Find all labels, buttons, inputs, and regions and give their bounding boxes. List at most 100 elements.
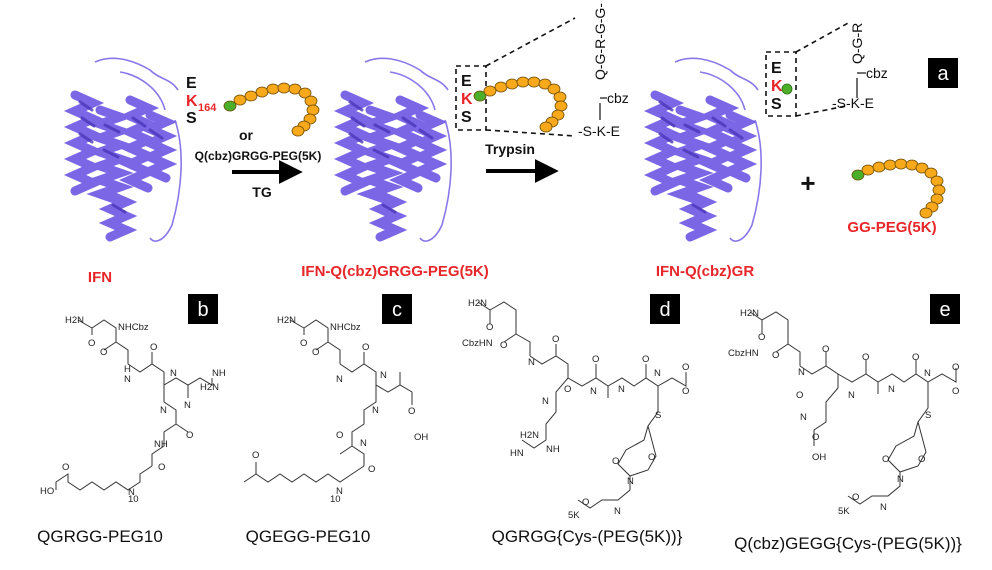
d-o11: O bbox=[582, 497, 589, 508]
c-o6: O bbox=[368, 464, 375, 475]
d-cbzhn: CbzHN bbox=[462, 338, 493, 349]
peg-bead bbox=[539, 121, 553, 133]
b-o2: O bbox=[100, 347, 107, 358]
b-o5: O bbox=[158, 462, 165, 473]
peg-bead bbox=[915, 162, 929, 174]
e-o3: O bbox=[822, 344, 829, 355]
c-n4: N bbox=[360, 438, 367, 449]
b-sub10: 10 bbox=[128, 494, 139, 505]
peg-bead bbox=[304, 95, 318, 107]
panel-a-label-box bbox=[928, 58, 958, 88]
residue-k-subscript: 164 bbox=[198, 102, 217, 114]
panel-d: d H2N O CbzHN O N O O N N O N O N O O S … bbox=[462, 294, 689, 546]
d-n1: N bbox=[528, 357, 535, 368]
d-hn: HN bbox=[510, 448, 524, 459]
chain1-ske: -S-K-E bbox=[578, 123, 620, 139]
b-n5: N bbox=[128, 487, 135, 498]
b-o3: O bbox=[150, 342, 157, 353]
c-n5: N bbox=[336, 486, 343, 497]
peg-bead bbox=[547, 83, 561, 95]
e-o4: O bbox=[796, 390, 803, 401]
b-nh-top: NH bbox=[212, 368, 226, 379]
c-o4: O bbox=[408, 406, 415, 417]
peg-bead bbox=[291, 125, 305, 137]
ifn-protein-structure bbox=[63, 57, 182, 242]
box1-k: K bbox=[461, 91, 473, 108]
peg-bead bbox=[861, 164, 875, 176]
d-n3: N bbox=[542, 396, 549, 407]
e-o11: O bbox=[918, 454, 925, 465]
panel-c-label-box bbox=[382, 294, 412, 324]
panel-c-label: c bbox=[392, 299, 402, 321]
e-n4: N bbox=[888, 384, 895, 395]
peg-bead bbox=[527, 76, 541, 88]
released-peg-beads bbox=[851, 158, 946, 219]
d-h2n2: H2N bbox=[520, 430, 539, 441]
ifn-label: IFN bbox=[88, 269, 112, 286]
peg-bead bbox=[266, 83, 280, 95]
residue-s-1: S bbox=[186, 110, 197, 127]
d-s: S bbox=[655, 410, 661, 421]
conjugate-label: IFN-Q(cbz)GRGG-PEG(5K) bbox=[301, 263, 489, 280]
peg-bead bbox=[924, 167, 938, 179]
d-o10: O bbox=[648, 452, 655, 463]
panel-b: b H2N O NHCbz O H N O N H2N NH N N O NH … bbox=[37, 294, 226, 546]
d-n7: N bbox=[614, 506, 621, 517]
peg-bead bbox=[538, 78, 552, 90]
panel-a-label: a bbox=[937, 63, 949, 85]
peg-bead bbox=[306, 104, 320, 116]
c-nhcbz: NHCbz bbox=[330, 322, 361, 333]
b-h2n: H2N bbox=[65, 315, 84, 326]
d-nh: NH bbox=[546, 444, 560, 455]
or-text: or bbox=[239, 127, 254, 143]
panel-d-label-box bbox=[650, 294, 680, 324]
d-o9: O bbox=[612, 456, 619, 467]
b-o6: O bbox=[62, 462, 69, 473]
residue-box-1 bbox=[455, 65, 487, 131]
d-o6: O bbox=[642, 354, 649, 365]
d-n2: N bbox=[590, 386, 597, 397]
peg-bead bbox=[554, 100, 568, 112]
cleaved-label: IFN-Q(cbz)GR bbox=[656, 263, 754, 280]
zoom-line-bottom-1 bbox=[485, 129, 576, 137]
green-residue-bead bbox=[781, 83, 793, 95]
d-o7: O bbox=[682, 362, 689, 373]
e-n7: N bbox=[880, 502, 887, 513]
panel-a: a E K 164 S or Q(cbz)GRGG-PEG(5K) TG IFN bbox=[63, 3, 958, 286]
d-n4: N bbox=[618, 384, 625, 395]
e-o8: O bbox=[952, 386, 959, 397]
d-n6: N bbox=[627, 476, 634, 487]
e-o12: O bbox=[852, 492, 859, 503]
green-bead bbox=[851, 169, 865, 181]
green-bead bbox=[223, 100, 237, 112]
e-sub5k: 5K bbox=[838, 506, 850, 517]
conjugated-peg-beads bbox=[473, 76, 568, 133]
b-h1: H bbox=[124, 364, 131, 375]
c-n2: N bbox=[380, 370, 387, 381]
e-s: S bbox=[925, 410, 931, 421]
e-o9: O bbox=[812, 432, 819, 443]
ifn-conjugate-structure bbox=[333, 57, 452, 242]
peg-bead bbox=[930, 175, 944, 187]
d-o2: O bbox=[500, 340, 507, 351]
e-cbzhn: CbzHN bbox=[728, 348, 759, 359]
b-h2n2: H2N bbox=[200, 382, 219, 393]
e-oh: OH bbox=[812, 452, 826, 463]
box2-s: S bbox=[771, 96, 782, 113]
e-n3: N bbox=[848, 390, 855, 401]
d-n5: N bbox=[654, 368, 661, 379]
box2-k: K bbox=[771, 78, 783, 95]
e-o7: O bbox=[952, 362, 959, 373]
ifn-cleaved-structure bbox=[643, 57, 762, 242]
d-sub5k: 5K bbox=[568, 510, 580, 521]
panel-b-caption: QGRGG-PEG10 bbox=[37, 527, 163, 546]
e-n2: N bbox=[800, 412, 807, 423]
b-n2: N bbox=[170, 368, 177, 379]
e-o10: O bbox=[882, 454, 889, 465]
chain1-sequence: Q-G-R-G-G- bbox=[592, 3, 608, 80]
b-n4: N bbox=[160, 405, 167, 416]
e-h2n: H2N bbox=[740, 308, 759, 319]
peg-bead bbox=[277, 82, 291, 94]
c-o3: O bbox=[362, 342, 369, 353]
c-oh: OH bbox=[414, 432, 428, 443]
